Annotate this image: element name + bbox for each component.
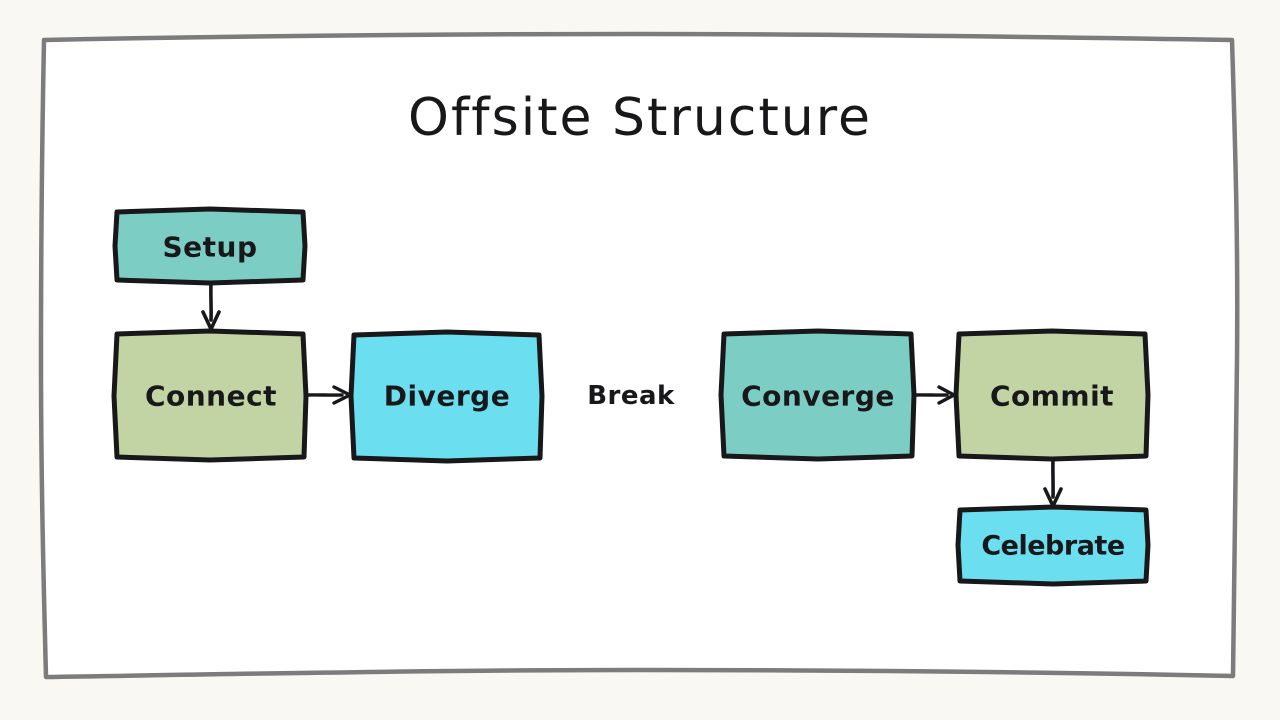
node-setup-shape: [112, 206, 308, 286]
node-setup[interactable]: [112, 206, 308, 286]
edge-setup-to-connect: [201, 281, 221, 331]
board-frame: [38, 31, 1240, 680]
board-panel: [41, 34, 1237, 677]
node-celebrate[interactable]: [955, 504, 1151, 587]
node-diverge[interactable]: [348, 329, 545, 464]
edge-commit-to-celebrate: [1043, 457, 1063, 508]
node-connect[interactable]: [111, 328, 309, 463]
node-celebrate-shape: [955, 504, 1151, 587]
node-commit-shape: [953, 328, 1151, 462]
edge-connect-to-diverge: [305, 385, 352, 405]
node-commit[interactable]: [953, 328, 1151, 462]
edge-converge-to-commit: [913, 385, 956, 405]
node-converge-shape: [718, 328, 917, 462]
node-converge[interactable]: [718, 328, 917, 462]
node-connect-shape: [111, 328, 309, 463]
node-diverge-shape: [348, 329, 545, 464]
